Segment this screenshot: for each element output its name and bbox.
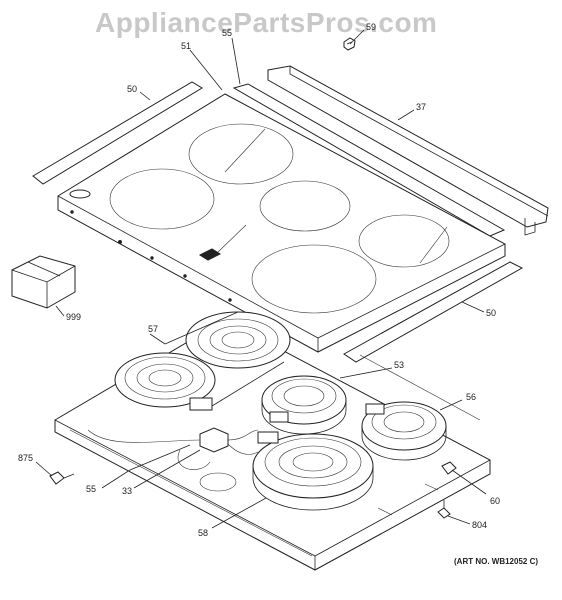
callout-50-left: 50: [127, 84, 137, 94]
glass-burner-right: [358, 214, 450, 268]
callout-53: 53: [394, 360, 404, 370]
part-50-right-trim[interactable]: [343, 261, 524, 363]
part-55-rear-strip[interactable]: [232, 83, 506, 237]
callout-55-bottom: 55: [86, 484, 96, 494]
callout-33: 33: [122, 486, 132, 496]
part-37-vent-trim[interactable]: [267, 65, 549, 236]
glass-burner-front: [251, 244, 377, 314]
callout-60: 60: [490, 496, 500, 506]
part-804-screw[interactable]: [437, 500, 451, 519]
callout-51: 51: [181, 41, 191, 51]
callout-37: 37: [416, 102, 426, 112]
part-60-clip[interactable]: [441, 461, 457, 475]
callout-804: 804: [472, 520, 487, 530]
glass-burner-left: [109, 168, 215, 230]
callout-999: 999: [66, 312, 81, 322]
callout-50-right: 50: [486, 308, 496, 318]
callout-59: 59: [366, 22, 376, 32]
part-51-glass-cooktop[interactable]: [57, 93, 506, 353]
callout-875: 875: [18, 453, 33, 463]
part-59-screw[interactable]: [343, 37, 356, 51]
callout-56: 56: [466, 392, 476, 402]
part-33-switch[interactable]: [87, 427, 259, 470]
glass-burner-center: [259, 180, 351, 232]
part-57-dual-element[interactable]: [114, 311, 291, 411]
callout-58: 58: [198, 528, 208, 538]
callout-57: 57: [148, 324, 158, 334]
callout-55-top: 55: [222, 28, 232, 38]
leader-lines: [35, 29, 487, 529]
art-number: (ART NO. WB12052 C): [454, 557, 538, 566]
part-58-front-element[interactable]: [252, 431, 374, 511]
glass-burner-rear-center: [188, 123, 294, 185]
part-50-left-trim[interactable]: [32, 81, 203, 185]
part-875-screw[interactable]: [49, 471, 75, 485]
watermark-text: AppliancePartsPros.com: [95, 7, 437, 38]
part-56-right-element[interactable]: [361, 401, 447, 461]
part-999-box[interactable]: [11, 255, 76, 309]
